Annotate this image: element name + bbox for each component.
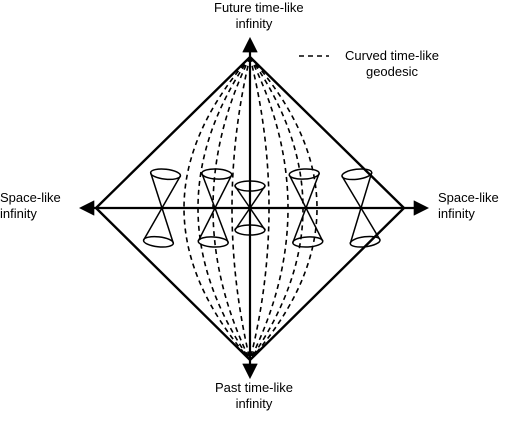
past-label-line2: infinity bbox=[235, 396, 273, 411]
geodesic-left-inner bbox=[212, 56, 251, 361]
geodesic-right-inner bbox=[249, 56, 289, 361]
future-label-line1: Future time-like bbox=[214, 0, 304, 15]
right-spacelike-infinity-label: Space-like infinity bbox=[438, 190, 508, 222]
light-cone-1 bbox=[142, 168, 182, 248]
past-label-line1: Past time-like bbox=[214, 380, 294, 395]
geodesics bbox=[183, 56, 318, 361]
legend-line1: Curved time-like bbox=[345, 48, 439, 63]
left-spacelike-infinity-label: Space-like infinity bbox=[0, 190, 84, 222]
geodesic-right-innermost bbox=[249, 56, 270, 361]
right-label-line1: Space-like bbox=[438, 190, 499, 205]
left-label-line1: Space-like bbox=[0, 190, 61, 205]
light-cone-4 bbox=[288, 168, 324, 248]
legend-label: Curved time-like geodesic bbox=[332, 48, 452, 80]
past-timelike-infinity-label: Past time-like infinity bbox=[214, 380, 294, 412]
right-label-line2: infinity bbox=[438, 206, 475, 221]
future-label-line2: infinity bbox=[235, 16, 273, 31]
light-cone-5 bbox=[341, 168, 381, 248]
light-cones bbox=[142, 168, 381, 248]
geodesic-left-middle bbox=[197, 56, 251, 361]
future-timelike-infinity-label: Future time-like infinity bbox=[214, 0, 304, 32]
light-cone-3 bbox=[234, 180, 266, 236]
left-label-line2: infinity bbox=[0, 206, 37, 221]
geodesic-left-innermost bbox=[231, 56, 251, 361]
geodesic-right-middle bbox=[249, 56, 304, 361]
light-cone-2 bbox=[197, 168, 233, 248]
legend-line2: geodesic bbox=[365, 64, 419, 79]
